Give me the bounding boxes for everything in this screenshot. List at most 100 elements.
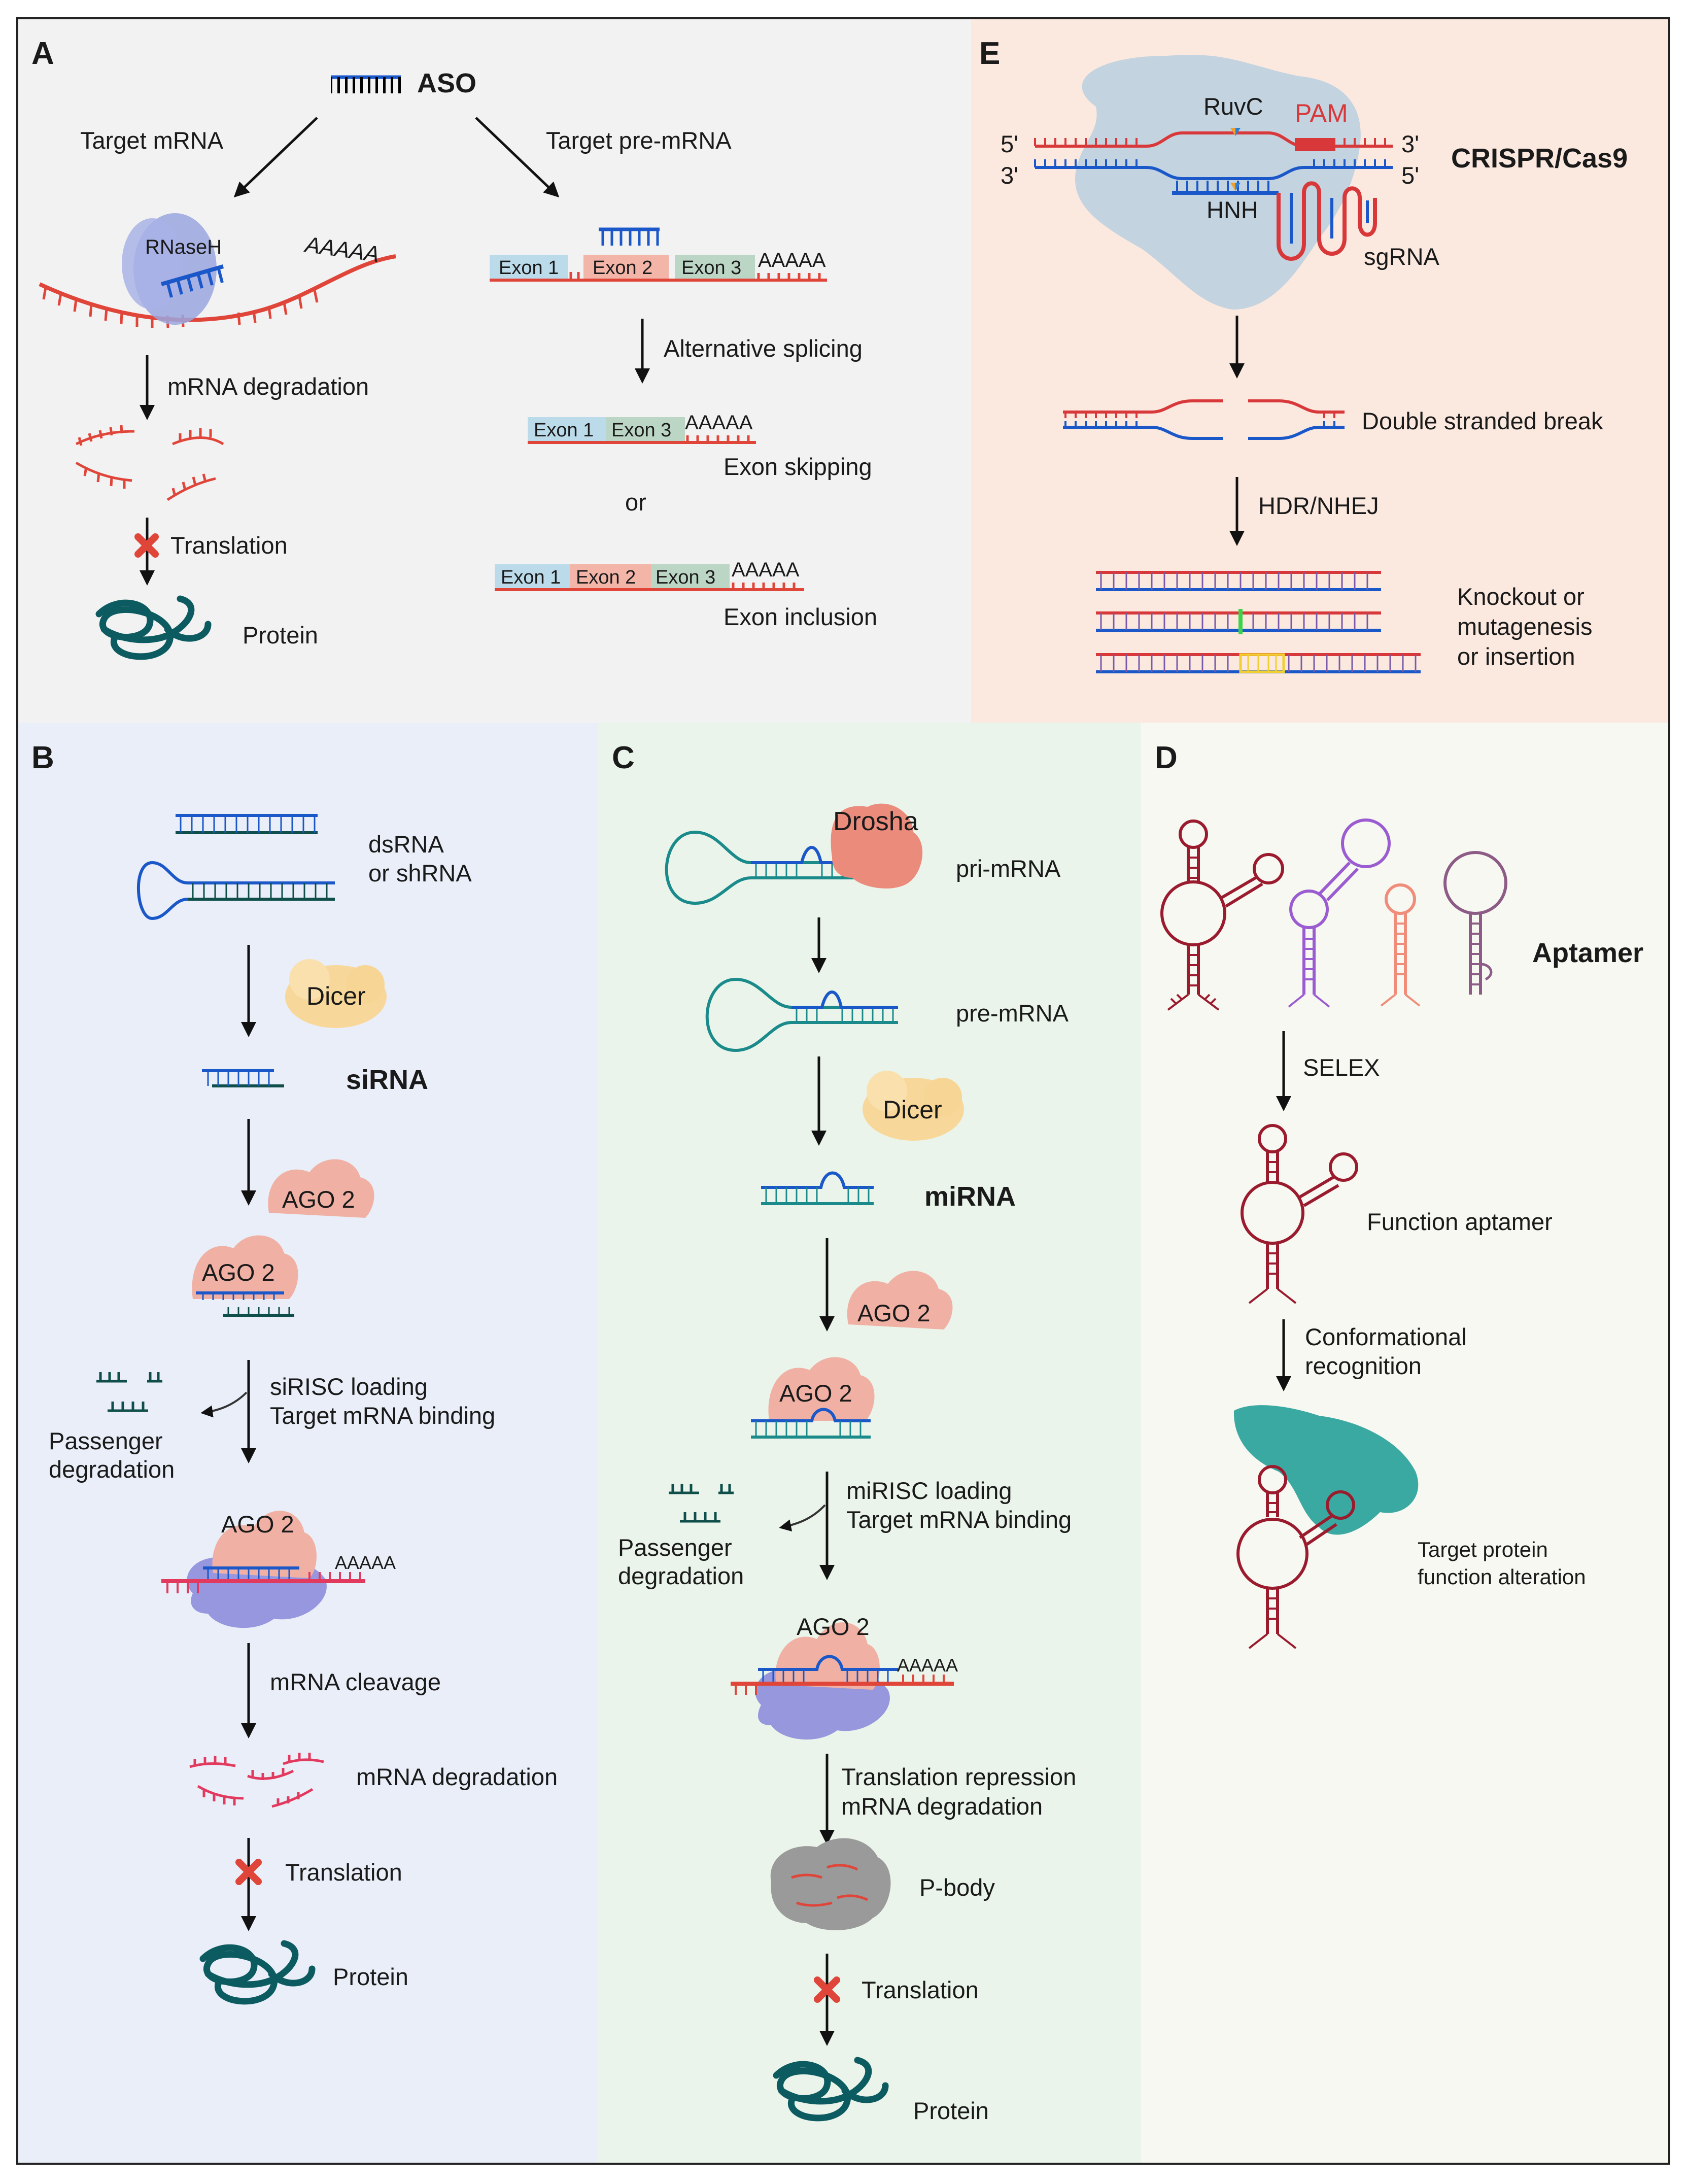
- pre-mrna-oligo: [599, 227, 660, 246]
- exon-skipping-label: Exon skipping: [724, 453, 872, 480]
- bottom-strand-3prime: 3': [1001, 162, 1018, 189]
- sgrna-guide: [1172, 181, 1377, 261]
- panel-label-b: B: [31, 740, 54, 775]
- alternative-splicing-label: Alternative splicing: [664, 335, 863, 362]
- exon-inclusion-transcript: [495, 564, 804, 591]
- double-stranded-break: [1063, 399, 1345, 440]
- sirna-translation-label: Translation: [285, 1859, 402, 1886]
- pam-label: PAM: [1295, 99, 1348, 127]
- ruvc-cut-marker: [1230, 128, 1241, 136]
- p-body-granule: [770, 1838, 891, 1930]
- mirisc-loading-line1: miRISC loading: [846, 1477, 1012, 1504]
- aso-oligo-icon: [331, 75, 401, 93]
- mirna-passenger-line2: degradation: [618, 1562, 744, 1589]
- ago2-protein-free-sirna: [268, 1159, 374, 1218]
- dsrna-label-line1: dsRNA: [368, 831, 444, 858]
- function-aptamer-structure: [1241, 1124, 1358, 1304]
- dsrna-label-line2: or shRNA: [368, 860, 472, 886]
- arrow-mirna-passenger: [779, 1504, 826, 1531]
- ago2-label-free-mirna: AGO 2: [857, 1300, 931, 1326]
- pre-mrna-hairpin: [705, 977, 898, 1052]
- mirna-polya-tail: AAAAA: [897, 1655, 958, 1676]
- outcome-line-1: Knockout or: [1457, 583, 1585, 610]
- aptamer-purple-structure: [1288, 818, 1391, 1008]
- drosha-enzyme: [831, 803, 923, 889]
- pre-mrna-exon3-label: Exon 3: [681, 257, 741, 279]
- recognition-line2: recognition: [1305, 1352, 1422, 1379]
- mirna-blocked-x-icon: [814, 1976, 840, 2003]
- pre-mrna-label: pre-mRNA: [956, 1000, 1069, 1027]
- sirisc-loading-line1: siRISC loading: [270, 1373, 428, 1400]
- arrow-to-target-mrna: [233, 117, 318, 198]
- top-strand-3prime: 3': [1401, 130, 1419, 157]
- ago2-mirna-complex: [751, 1357, 875, 1439]
- target-pre-mrna-label: Target pre-mRNA: [546, 127, 732, 154]
- dicer-enzyme-mirna: [863, 1071, 964, 1141]
- ago2-label-free-sirna: AGO 2: [282, 1186, 355, 1213]
- sirna-degraded-mrna-fragments: [189, 1753, 324, 1808]
- mirisc-loading-line2: Target mRNA binding: [846, 1506, 1072, 1533]
- function-aptamer-label: Function aptamer: [1367, 1208, 1553, 1235]
- ago2-label-sirisc: AGO 2: [221, 1511, 294, 1538]
- mirna-passenger-fragments: [669, 1484, 734, 1523]
- edited-dna-outcomes: [1096, 571, 1421, 673]
- aso-protein-icon: [95, 595, 212, 660]
- p-body-label: P-body: [919, 1874, 995, 1901]
- panel-label-e: E: [979, 36, 1000, 71]
- repression-line2: mRNA degradation: [841, 1793, 1043, 1820]
- panel-d-aptamer: Aptamer SELEX Function aptamer Conformat…: [1160, 818, 1643, 1649]
- exon-inclusion-label: Exon inclusion: [724, 603, 877, 630]
- sirna-title: siRNA: [346, 1065, 428, 1095]
- recognition-line1: Conformational: [1305, 1323, 1467, 1350]
- inclusion-exon2-label: Exon 2: [576, 567, 636, 588]
- rnaseh-label: RNaseH: [145, 236, 222, 258]
- skipping-exon1-label: Exon 1: [534, 420, 594, 441]
- selex-label: SELEX: [1303, 1054, 1380, 1081]
- aso-protein-label: Protein: [243, 622, 318, 649]
- drosha-label: Drosha: [833, 807, 918, 836]
- arrow-sirna-passenger: [200, 1391, 248, 1418]
- mirna-protein-icon: [773, 2057, 889, 2122]
- target-mrna-label: Target mRNA: [80, 127, 224, 154]
- sirna-polya-tail: AAAAA: [335, 1552, 396, 1573]
- bound-aptamer-structure: [1236, 1465, 1355, 1649]
- target-line2: function alteration: [1418, 1565, 1586, 1589]
- dicer-enzyme: [285, 959, 387, 1028]
- aso-translation-label: Translation: [170, 532, 288, 559]
- panel-label-c: C: [612, 740, 635, 775]
- sirna-blocked-x-icon: [235, 1859, 262, 1885]
- ruvc-label: RuvC: [1203, 93, 1263, 120]
- mirna-passenger-line1: Passenger: [618, 1534, 732, 1561]
- crispr-title: CRISPR/Cas9: [1451, 143, 1628, 174]
- pre-mrna-polya-tail: AAAAA: [758, 249, 826, 271]
- figure-border: [16, 17, 1670, 2165]
- target-line1: Target protein: [1418, 1538, 1548, 1561]
- pam-site: [1295, 138, 1335, 151]
- dna-target-duplex: [1034, 131, 1393, 180]
- target-protein-shape: [1233, 1405, 1419, 1535]
- sirna-passenger-line1: Passenger: [49, 1427, 163, 1454]
- ago2-label-mirna-complex: AGO 2: [779, 1380, 852, 1407]
- panel-a-aso: ASO Target mRNA Target pre-mRNA RNaseH A…: [39, 68, 877, 660]
- ago2-label-sirna-complex: AGO 2: [202, 1259, 275, 1286]
- sirna-passenger-line2: degradation: [49, 1456, 175, 1483]
- top-strand-5prime: 5': [1001, 130, 1018, 157]
- pri-mrna-hairpin: [665, 830, 893, 905]
- dsb-label: Double stranded break: [1362, 407, 1603, 434]
- hdr-nhej-label: HDR/NHEJ: [1258, 492, 1379, 519]
- hnh-cut-marker: [1230, 183, 1241, 191]
- inclusion-exon1-label: Exon 1: [501, 567, 561, 588]
- panel-c-background: [598, 723, 1141, 2164]
- aso-title: ASO: [417, 68, 476, 98]
- degraded-mrna-fragments: [75, 425, 224, 501]
- exon-skipping-transcript: [528, 417, 756, 444]
- dsrna-duplex: [176, 814, 318, 834]
- hnh-label: HNH: [1207, 196, 1258, 223]
- bottom-strand-5prime: 5': [1401, 162, 1419, 189]
- panel-label-a: A: [31, 36, 54, 71]
- ago2-protein-free-mirna: [847, 1271, 953, 1329]
- panel-label-d: D: [1155, 740, 1178, 775]
- sirna-passenger-fragments: [96, 1372, 162, 1412]
- pre-mrna-exon2-label: Exon 2: [593, 257, 652, 279]
- skipping-exon3-label: Exon 3: [611, 420, 671, 441]
